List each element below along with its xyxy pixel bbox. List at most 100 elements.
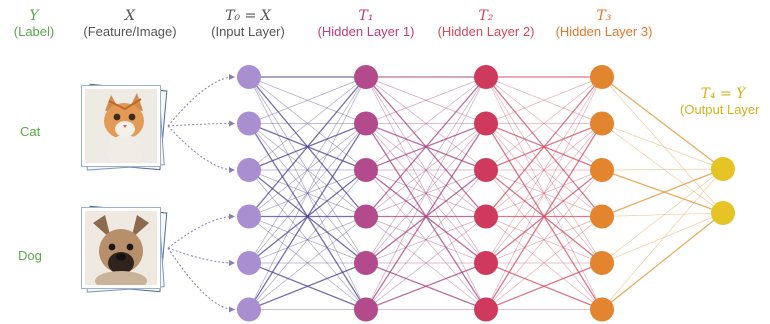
connection-edge [601, 123, 724, 214]
connection-edge [365, 216, 487, 310]
connection-edge [601, 76, 724, 170]
connection-edge [248, 76, 367, 124]
header-symbol-t0: T₀ = X [225, 8, 271, 24]
hidden-2-node [474, 297, 498, 322]
connection-edge [365, 76, 487, 264]
input-node [237, 158, 261, 182]
connection-edge [248, 76, 367, 264]
input-arrow [167, 247, 235, 313]
header-symbol-t2: T₂ [478, 8, 494, 24]
connection-edge [485, 169, 603, 310]
header-feature-column: X (Feature/Image) [72, 8, 188, 40]
header-subtitle-t2: (Hidden Layer 2) [437, 24, 535, 39]
connection-edge [485, 76, 603, 171]
connection-edge [601, 168, 724, 310]
network-edges [248, 76, 724, 311]
input-node [237, 65, 261, 89]
connection-edge [485, 123, 603, 217]
connection-edge [248, 76, 367, 171]
header-subtitle-t0: (Input Layer) [211, 24, 285, 39]
connection-edge [365, 76, 487, 310]
hidden-1-node [354, 251, 378, 275]
hidden-2-node [474, 158, 498, 182]
header-label-column: Y (Label) [4, 8, 64, 40]
connection-edge [248, 123, 367, 217]
connection-edge [601, 212, 724, 311]
hidden-2-node [474, 111, 498, 136]
connection-edge [365, 123, 487, 310]
connection-edge [248, 216, 367, 264]
hidden-3-node [590, 251, 614, 275]
connection-edge [248, 123, 367, 310]
label-cat: Cat [20, 124, 41, 139]
connection-edge [365, 169, 487, 217]
connection-edge [248, 216, 367, 310]
hidden-3-node [590, 297, 614, 322]
cat-illustration [85, 89, 157, 163]
hidden-1-node [354, 111, 378, 136]
header-input-layer: T₀ = X (Input Layer) [198, 8, 298, 40]
connection-edge [365, 216, 487, 264]
input-node [237, 204, 261, 229]
header-symbol-t1: T₁ [358, 8, 374, 24]
connection-edge [485, 169, 603, 217]
header-hidden-layer-3: T₃ (Hidden Layer 3) [548, 8, 660, 40]
network-nodes [237, 65, 735, 322]
input-node [237, 251, 261, 275]
input-node [237, 297, 261, 322]
connection-edge [365, 76, 487, 171]
connection-edge [248, 169, 367, 217]
connection-edge [365, 169, 487, 217]
connection-edge [248, 123, 367, 217]
connection-edge [485, 262, 603, 311]
connection-edge [485, 76, 603, 217]
connection-edge [365, 123, 487, 217]
connection-edge [248, 76, 367, 264]
hidden-2-node [474, 251, 498, 275]
connection-edge [248, 123, 367, 264]
hidden-3-node [590, 158, 614, 182]
hidden-3-node [590, 65, 614, 89]
hidden-1-node [354, 297, 378, 322]
connection-edge [485, 216, 603, 264]
connection-edge [248, 169, 367, 217]
connection-edge [601, 76, 724, 214]
input-arrow [167, 213, 235, 249]
connection-edge [485, 216, 603, 264]
connection-edge [365, 216, 487, 264]
dog-image-stack [81, 205, 168, 293]
connection-edge [248, 76, 367, 217]
connection-edge [365, 76, 487, 124]
connection-edge [365, 123, 487, 264]
connection-edge [248, 262, 367, 311]
cat-photo-icon [82, 86, 160, 166]
connection-edge [365, 123, 487, 264]
dog-photo-icon [82, 208, 160, 288]
connection-edge [248, 216, 367, 310]
output-node [711, 201, 735, 225]
output-node [711, 157, 735, 181]
connection-edge [601, 169, 724, 214]
hidden-1-node [354, 204, 378, 229]
connection-edge [485, 123, 603, 217]
connection-edge [365, 123, 487, 217]
header-subtitle-t4: (Output Layer [680, 102, 760, 117]
header-symbol-t4: T₄ = Ŷ [700, 86, 746, 102]
header-subtitle-t1: (Hidden Layer 1) [317, 24, 415, 39]
input-arrow [167, 125, 235, 173]
connection-edge [485, 76, 603, 124]
header-subtitle-y: (Label) [13, 24, 55, 39]
connection-edge [365, 76, 487, 264]
header-hidden-layer-2: T₂ (Hidden Layer 2) [430, 8, 542, 40]
header-symbol-x: X [125, 8, 135, 24]
hidden-3-node [590, 111, 614, 136]
header-subtitle-t3: (Hidden Layer 3) [555, 24, 653, 39]
connection-edge [248, 76, 367, 124]
dog-illustration [85, 211, 157, 285]
label-dog: Dog [18, 248, 42, 263]
connection-edge [365, 216, 487, 310]
connection-edge [485, 76, 603, 264]
connection-edge [485, 123, 603, 264]
